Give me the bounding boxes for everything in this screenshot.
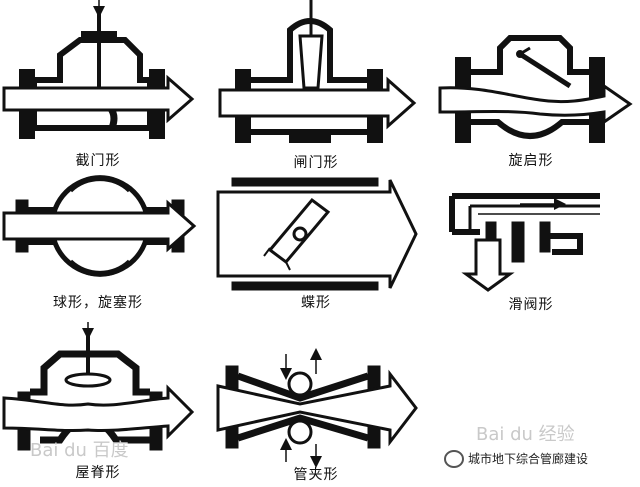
label-ball-plug-valve: 球形，旋塞形 <box>53 295 143 311</box>
baidu-logo-watermark-right: Bai du 经验 <box>476 424 575 445</box>
gate-flow-arrow <box>218 76 417 130</box>
label-slide-valve: 滑阀形 <box>508 297 554 313</box>
credit-text: 城市地下综合管廊建设 <box>468 452 589 466</box>
globe-flow-arrow <box>2 74 195 124</box>
label-pinch-valve: 管夹形 <box>293 467 339 483</box>
label-globe-valve: 截门形 <box>75 153 121 169</box>
label-diaphragm-valve: 屋脊形 <box>75 465 121 481</box>
slide-valve-drawing <box>449 193 600 292</box>
label-butterfly-valve: 蝶形 <box>301 295 331 311</box>
gate-valve-drawing <box>235 0 383 143</box>
butterfly-valve-drawing <box>216 177 418 291</box>
pinch-flow-arrow <box>216 369 418 447</box>
ball-plug-flow-arrow <box>2 199 197 253</box>
wechat-icon <box>444 450 464 468</box>
swing-check-flow-arrow <box>438 83 633 125</box>
globe-valve-drawing <box>19 0 165 139</box>
label-swing-check-valve: 旋启形 <box>508 153 554 169</box>
diaphragm-flow-arrow <box>2 384 195 440</box>
label-gate-valve: 闸门形 <box>293 155 339 171</box>
baidu-logo-watermark-left: Bai du 百度 <box>30 440 129 461</box>
